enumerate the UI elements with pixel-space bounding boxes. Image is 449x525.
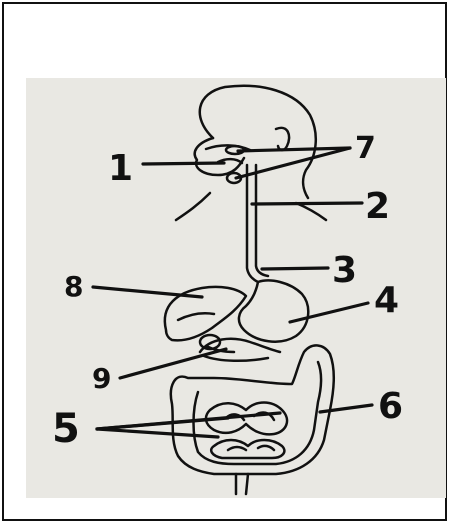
label-1: 1 (108, 148, 133, 189)
label-8: 8 (64, 270, 83, 303)
label-3: 3 (332, 250, 357, 291)
label-9: 9 (92, 362, 111, 395)
pointer-3 (262, 268, 328, 269)
label-5: 5 (52, 406, 80, 452)
pointer-2 (252, 203, 362, 204)
label-7: 7 (355, 131, 376, 166)
label-6: 6 (378, 386, 403, 427)
pointer-1 (143, 163, 224, 164)
label-2: 2 (365, 186, 390, 227)
label-4: 4 (374, 280, 399, 321)
